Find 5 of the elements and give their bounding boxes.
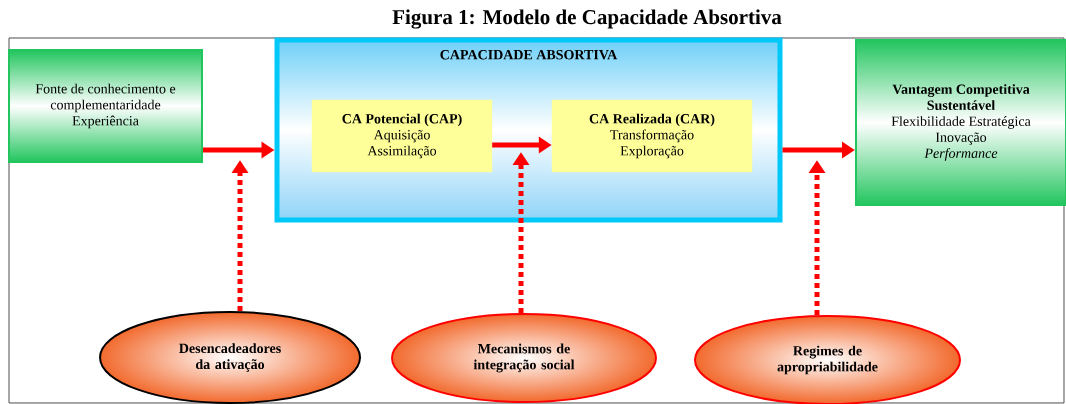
process-box: CA Realizada (CAR) Transformação Exploração <box>551 99 753 173</box>
process-box: CA Potencial (CAP) Aquisição Assimilação <box>311 99 493 173</box>
source-box: Fonte de conhecimento e complementaridade Experiência <box>8 49 203 163</box>
outcome-box: Vantagem Competitiva Sustentável Flexibilidade Estratégica Inovação Performance <box>855 39 1066 206</box>
figure-title: Figura 1: Modelo de Capacidade Absortiva <box>392 9 782 29</box>
